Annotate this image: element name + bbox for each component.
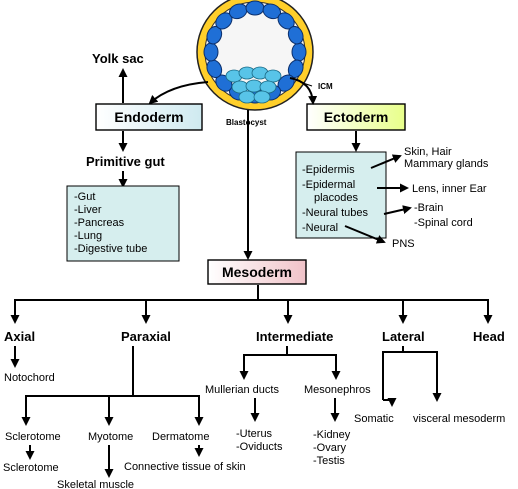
- icm-cell: [253, 90, 271, 104]
- notochord-label: Notochord: [4, 372, 55, 384]
- ectoderm-item: -Neural tubes: [302, 207, 369, 219]
- testis-label: -Testis: [313, 455, 345, 467]
- endoderm-item: -Digestive tube: [74, 243, 147, 255]
- intermediate-label: Intermediate: [256, 329, 333, 344]
- arrow-to-ectoderm: [289, 77, 318, 105]
- skeletal-muscle-label: Skeletal muscle: [57, 479, 134, 489]
- ectoderm-item: placodes: [314, 192, 359, 204]
- mammary-label: Mammary glands: [404, 158, 489, 170]
- ectoderm-derivatives-box: [295, 151, 387, 239]
- trophoblast-cell: [291, 42, 307, 62]
- trophoblast-cell: [245, 0, 265, 16]
- yolk-sac-label: Yolk sac: [92, 51, 144, 66]
- myotome-label: Myotome: [88, 431, 133, 443]
- mesonephros-label: Mesonephros: [304, 384, 371, 396]
- lens-label: Lens, inner Ear: [412, 183, 487, 195]
- brain-label: -Brain: [414, 202, 443, 214]
- ovary-label: -Ovary: [313, 442, 347, 454]
- sclerotome-out-label: Sclerotome: [3, 462, 59, 474]
- ectoderm-item: -Epidermis: [302, 164, 355, 176]
- lateral-label: Lateral: [382, 329, 425, 344]
- kidney-label: -Kidney: [313, 429, 351, 441]
- oviducts-label: -Oviducts: [236, 441, 283, 453]
- endoderm-box: [95, 103, 203, 131]
- endoderm-item: -Pancreas: [74, 217, 125, 229]
- icm-cell: [245, 79, 263, 93]
- trophoblast-cell: [287, 25, 304, 45]
- icm-cell: [238, 90, 256, 104]
- icm-label: ICM: [318, 82, 333, 91]
- uterus-label: -Uterus: [236, 428, 273, 440]
- ectoderm-item: -Neural: [302, 222, 338, 234]
- skin-hair-label: Skin, Hair: [404, 146, 452, 158]
- endoderm-derivatives-box: [66, 185, 180, 262]
- trophoblast-cell: [203, 42, 219, 62]
- paraxial-label: Paraxial: [121, 329, 171, 344]
- arrow-to-endoderm: [148, 81, 209, 105]
- somatic-label: Somatic: [354, 413, 394, 425]
- spinal-cord-label: -Spinal cord: [414, 217, 473, 229]
- primitive-gut-label: Primitive gut: [86, 154, 165, 169]
- endoderm-label: Endoderm: [114, 109, 183, 125]
- connective-tissue-label: Connective tissue of skin: [124, 461, 246, 473]
- mullerian-label: Mullerian ducts: [205, 384, 279, 396]
- axial-label: Axial: [4, 329, 35, 344]
- mesoderm-label: Mesoderm: [222, 264, 292, 280]
- endoderm-item: -Liver: [74, 204, 102, 216]
- arrow-to-pns: [344, 225, 386, 244]
- blastocyst-label: Blastocyst: [226, 118, 267, 127]
- blastocyst-illustration: [196, 0, 314, 111]
- endoderm-item: -Gut: [74, 191, 95, 203]
- pns-label: PNS: [392, 238, 415, 250]
- arrow-to-skin: [370, 154, 402, 169]
- sclerotome-label: Sclerotome: [5, 431, 61, 443]
- icm-cell: [264, 69, 282, 83]
- mesoderm-box: [207, 259, 307, 285]
- icm-pointer: [299, 81, 313, 87]
- arrow-to-brain: [383, 205, 412, 215]
- ectoderm-item: -Epidermal: [302, 179, 355, 191]
- endoderm-item: -Lung: [74, 230, 102, 242]
- ectoderm-box: [306, 103, 406, 131]
- head-label: Head: [473, 329, 505, 344]
- dermatome-label: Dermatome: [152, 431, 209, 443]
- ectoderm-label: Ectoderm: [324, 109, 389, 125]
- visceral-mesoderm-label: visceral mesoderm: [413, 413, 505, 425]
